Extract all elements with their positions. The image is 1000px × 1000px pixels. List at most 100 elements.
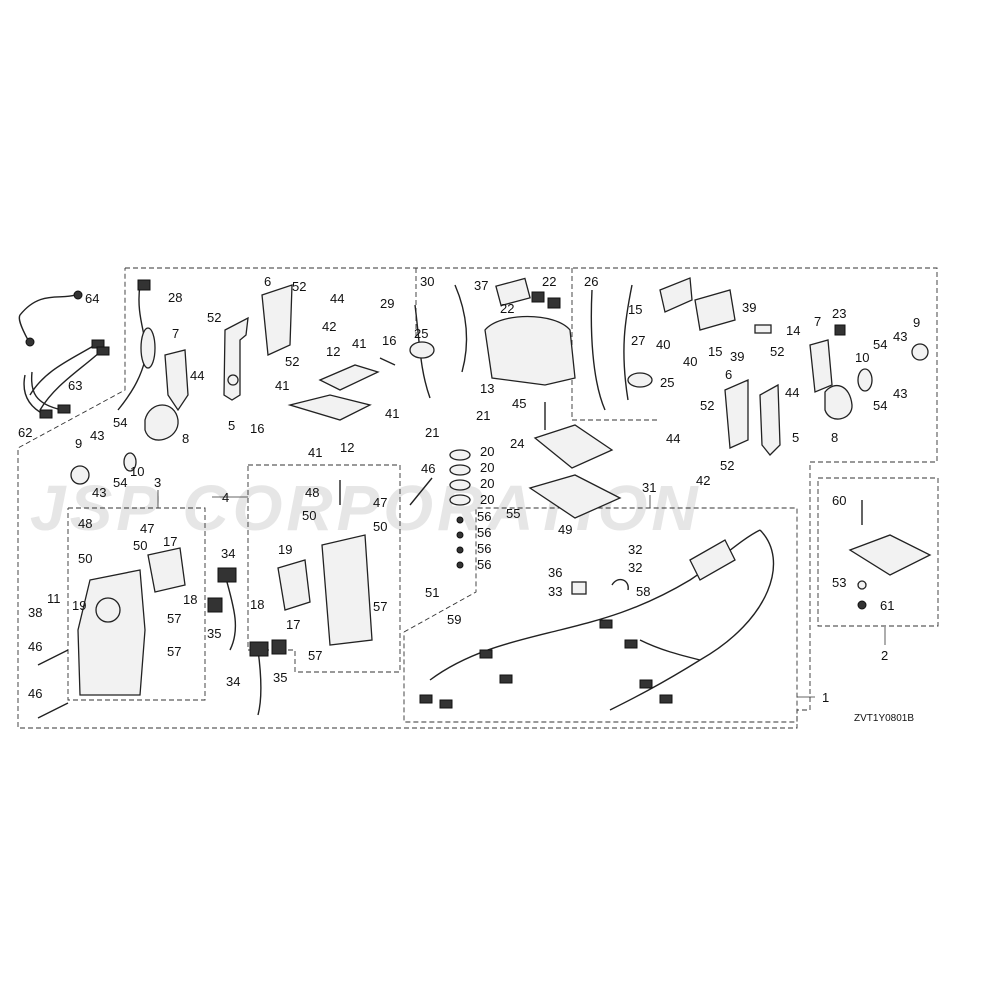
callout: 35 bbox=[273, 670, 287, 685]
control-box-4 bbox=[321, 534, 373, 646]
callout: 22 bbox=[500, 301, 514, 316]
callout: 20 bbox=[480, 492, 494, 507]
callout: 44 bbox=[785, 385, 799, 400]
callout: 12 bbox=[340, 440, 354, 455]
callout: 47 bbox=[373, 495, 387, 510]
callout: 3 bbox=[154, 475, 161, 490]
callout: 1 bbox=[822, 690, 829, 705]
callout: 9 bbox=[913, 315, 920, 330]
callout: 40 bbox=[656, 337, 670, 352]
cable-63 bbox=[29, 339, 110, 411]
wire-harness-31 bbox=[419, 529, 775, 711]
callout: 57 bbox=[167, 611, 181, 626]
callout: 43 bbox=[893, 329, 907, 344]
callout: 57 bbox=[373, 599, 387, 614]
callout: 55 bbox=[506, 506, 520, 521]
callout: 64 bbox=[85, 291, 99, 306]
nut-61 bbox=[857, 600, 867, 610]
callout: 10 bbox=[130, 464, 144, 479]
callout: 25 bbox=[660, 375, 674, 390]
callout: 21 bbox=[476, 408, 490, 423]
nuts-56 bbox=[456, 516, 464, 569]
callout: 35 bbox=[207, 626, 221, 641]
sub-assembly-right-outline bbox=[571, 268, 660, 421]
callout: 56 bbox=[477, 557, 491, 572]
callout: 31 bbox=[642, 480, 656, 495]
callout: 25 bbox=[414, 326, 428, 341]
plate-24 bbox=[533, 424, 614, 469]
plate-17 bbox=[147, 547, 186, 593]
callout: 34 bbox=[221, 546, 235, 561]
bolt-46b bbox=[37, 649, 69, 666]
callout: 28 bbox=[168, 290, 182, 305]
leader-lines bbox=[157, 490, 886, 698]
spring-16 bbox=[379, 357, 396, 366]
lever-cover-8b bbox=[824, 384, 853, 420]
callout: 8 bbox=[182, 431, 189, 446]
callout: 52 bbox=[700, 398, 714, 413]
callout: 39 bbox=[730, 349, 744, 364]
ring-10b bbox=[857, 368, 873, 392]
frame-2 bbox=[848, 534, 932, 576]
knob-9b bbox=[911, 343, 929, 361]
callout: 33 bbox=[548, 584, 562, 599]
bracket-12-upper bbox=[318, 364, 380, 391]
harness-group-outline bbox=[403, 507, 798, 723]
callout: 24 bbox=[510, 436, 524, 451]
callout: 40 bbox=[683, 354, 697, 369]
grommet-22a bbox=[531, 291, 545, 303]
control-box-3 bbox=[77, 569, 146, 696]
gasket-24b bbox=[528, 474, 622, 519]
cable-28 bbox=[117, 279, 156, 411]
switch-housing-34a bbox=[217, 567, 237, 583]
handle-6b bbox=[724, 379, 749, 449]
callout: 18 bbox=[183, 592, 197, 607]
callout: 62 bbox=[18, 425, 32, 440]
callout: 21 bbox=[425, 425, 439, 440]
callout: 48 bbox=[305, 485, 319, 500]
callout: 20 bbox=[480, 444, 494, 459]
washer-53 bbox=[857, 580, 867, 590]
callout: 46 bbox=[421, 461, 435, 476]
cable-27 bbox=[623, 284, 633, 401]
bracket-12-lower bbox=[287, 394, 372, 421]
callout: 19 bbox=[72, 598, 86, 613]
callout: 43 bbox=[90, 428, 104, 443]
knob-9a bbox=[70, 465, 90, 485]
callout: 57 bbox=[167, 644, 181, 659]
gasket-37 bbox=[495, 277, 531, 307]
cable-30 bbox=[454, 284, 468, 373]
callout: 52 bbox=[207, 310, 221, 325]
callout: 15 bbox=[708, 344, 722, 359]
callout: 56 bbox=[477, 525, 491, 540]
callout: 22 bbox=[542, 274, 556, 289]
callout: 14 bbox=[786, 323, 800, 338]
control-lever-5b bbox=[759, 383, 781, 456]
callout: 48 bbox=[78, 516, 92, 531]
callout-labels: 64 63 62 28 7 8 44 52 5 6 52 44 42 52 41… bbox=[18, 274, 920, 705]
callout: 63 bbox=[68, 378, 82, 393]
control-box-3-outline bbox=[67, 507, 206, 701]
callout: 4 bbox=[222, 490, 229, 505]
callout: 16 bbox=[250, 421, 264, 436]
callout: 29 bbox=[380, 296, 394, 311]
callout: 12 bbox=[326, 344, 340, 359]
callout: 47 bbox=[140, 521, 154, 536]
callout: 44 bbox=[330, 291, 344, 306]
lever-cover-8 bbox=[144, 404, 179, 441]
callout: 54 bbox=[873, 398, 887, 413]
callout: 50 bbox=[302, 508, 316, 523]
callout: 41 bbox=[352, 336, 366, 351]
callout: 5 bbox=[228, 418, 235, 433]
boot-35b bbox=[271, 639, 287, 655]
callout: 44 bbox=[666, 431, 680, 446]
callout: 39 bbox=[742, 300, 756, 315]
cable-62 bbox=[23, 371, 71, 419]
callout: 16 bbox=[382, 333, 396, 348]
callout: 6 bbox=[725, 367, 732, 382]
callout: 11 bbox=[47, 591, 61, 606]
cable-26 bbox=[590, 289, 606, 411]
callout: 38 bbox=[28, 605, 42, 620]
callout: 61 bbox=[880, 598, 894, 613]
